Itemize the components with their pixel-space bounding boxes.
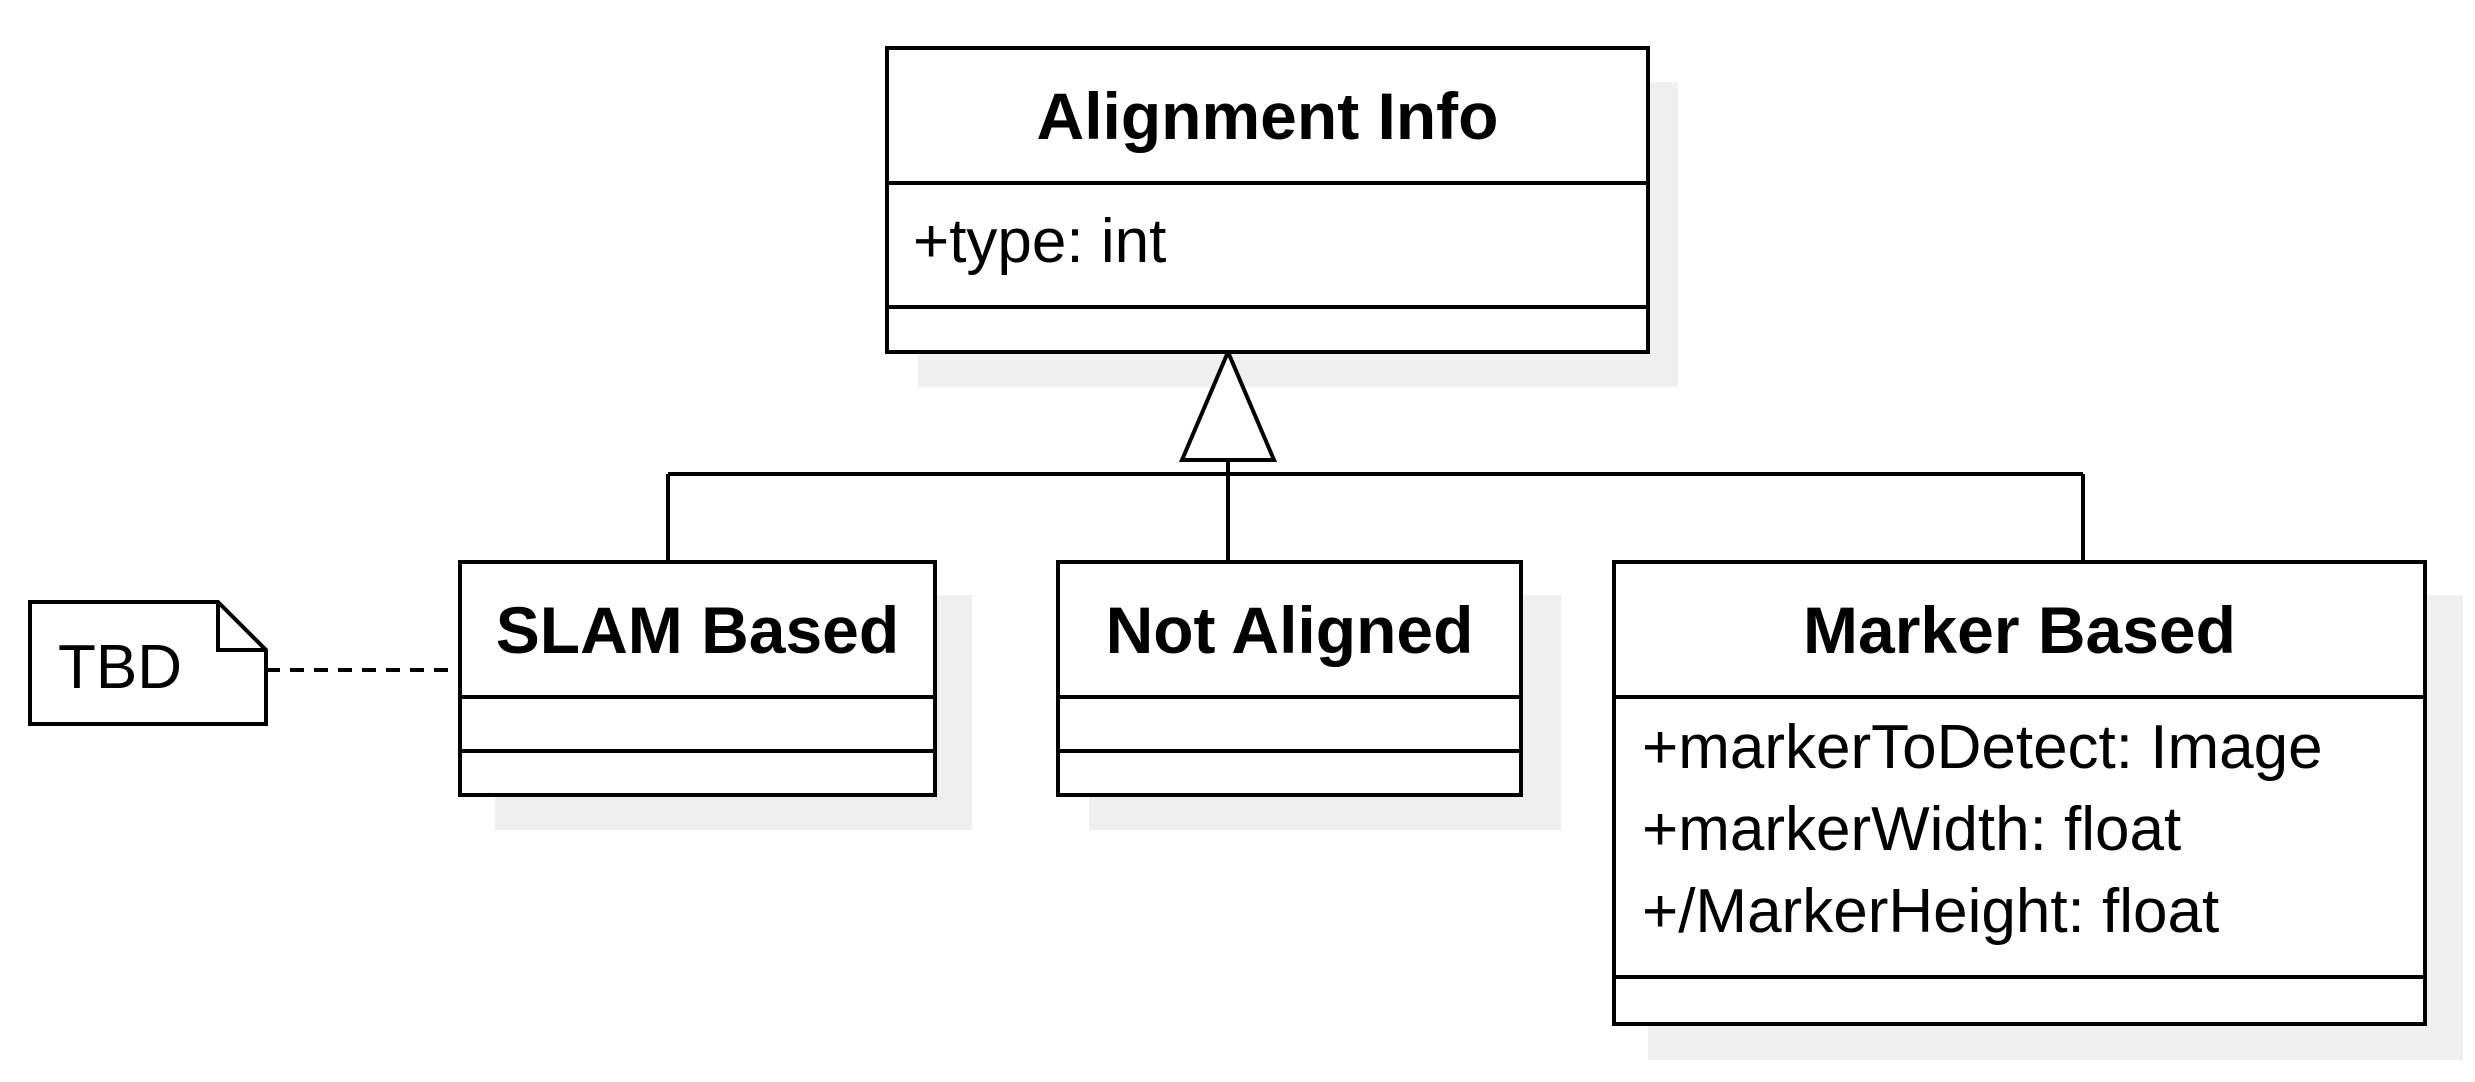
class-name: Not Aligned: [1060, 564, 1519, 699]
class-marker-based[interactable]: Marker Based +markerToDetect: Image +mar…: [1612, 560, 2427, 1026]
class-name: Alignment Info: [889, 50, 1646, 185]
class-not-aligned[interactable]: Not Aligned: [1056, 560, 1523, 797]
note-fold: [216, 602, 266, 652]
attribute-marker-height: +/MarkerHeight: float: [1642, 877, 2220, 946]
attribute-marker-to-detect: +markerToDetect: Image: [1642, 713, 2323, 782]
attributes-compartment: +markerToDetect: Image +markerWidth: flo…: [1616, 699, 2423, 979]
attributes-compartment: +type: int: [889, 185, 1646, 309]
note-text: TBD: [58, 633, 182, 702]
class-alignment-info[interactable]: Alignment Info +type: int: [885, 46, 1650, 354]
attribute-marker-width: +markerWidth: float: [1642, 795, 2182, 864]
attribute-type: +type: int: [913, 207, 1167, 276]
class-name: SLAM Based: [462, 564, 933, 699]
generalization-arrowhead: [1178, 346, 1278, 462]
class-name: Marker Based: [1616, 564, 2423, 699]
attributes-compartment: [1060, 699, 1519, 753]
attributes-compartment: [462, 699, 933, 753]
note-outline: [28, 600, 268, 726]
class-slam-based[interactable]: SLAM Based: [458, 560, 937, 797]
